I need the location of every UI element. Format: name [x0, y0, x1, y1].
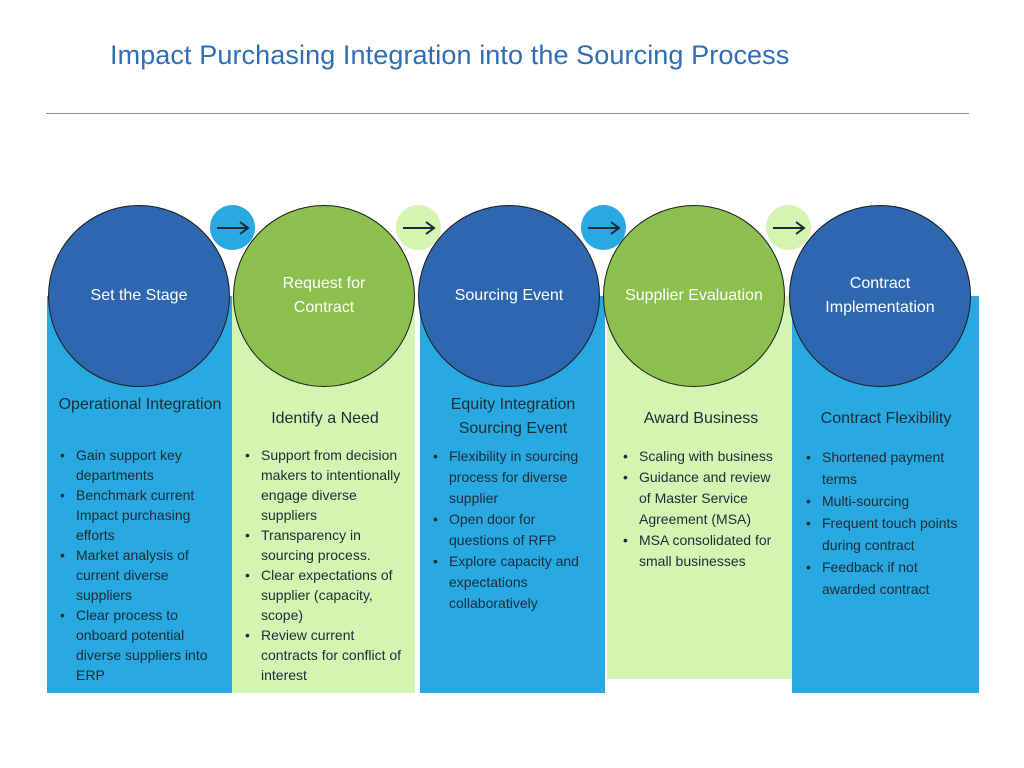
list-item: Open door for questions of RFP	[428, 509, 598, 551]
list-item: Gain support key departments	[55, 445, 225, 485]
stage-3-list: Flexibility in sourcing process for dive…	[428, 446, 598, 614]
stage-2-circle: Request for Contract	[233, 205, 415, 387]
connector-4-right-arrow-icon	[766, 205, 811, 250]
stage-4-circle-label: Supplier Evaluation	[625, 287, 763, 304]
stage-2-heading: Identify a Need	[271, 410, 379, 427]
stage-4-list: Scaling with business Guidance and revie…	[618, 446, 786, 572]
list-item: Benchmark current Impact purchasing effo…	[55, 485, 225, 545]
stage-1-list: Gain support key departments Benchmark c…	[55, 445, 225, 685]
connector-2-right-arrow-icon	[396, 205, 441, 250]
list-item: Scaling with business	[618, 446, 786, 467]
stage-5-circle-label: Contract Implementation	[825, 275, 935, 316]
list-item: Feedback if not awarded contract	[801, 556, 973, 600]
stage-2-circle-label: Request for Contract	[282, 275, 366, 316]
list-item: Shortened payment terms	[801, 446, 973, 490]
stage-1-heading: Operational Integration	[58, 396, 222, 413]
list-item: Market analysis of current diverse suppl…	[55, 545, 225, 605]
stage-5-circle: Contract Implementation	[789, 205, 971, 387]
list-item: Guidance and review of Master Service Ag…	[618, 467, 786, 530]
title-divider	[46, 113, 969, 114]
list-item: Clear process to onboard potential diver…	[55, 605, 225, 685]
connector-1-right-arrow-icon	[210, 205, 255, 250]
stage-4-circle: Supplier Evaluation	[603, 205, 785, 387]
list-item: Transparency in sourcing process.	[240, 525, 412, 565]
stage-5-list: Shortened payment terms Multi-sourcing F…	[801, 446, 973, 600]
stage-1-circle-label: Set the Stage	[90, 287, 188, 304]
list-item: Flexibility in sourcing process for dive…	[428, 446, 598, 509]
stage-5-heading: Contract Flexibility	[820, 410, 952, 427]
list-item: Multi-sourcing	[801, 490, 973, 512]
list-item: Frequent touch points during contract	[801, 512, 973, 556]
list-item: Clear expectations of supplier (capacity…	[240, 565, 412, 625]
list-item: Support from decision makers to intentio…	[240, 445, 412, 525]
page-title: Impact Purchasing Integration into the S…	[110, 40, 790, 70]
stage-3-heading: Equity Integration Sourcing Event	[450, 396, 576, 437]
stage-3-circle: Sourcing Event	[418, 205, 600, 387]
stage-3-circle-label: Sourcing Event	[454, 287, 564, 304]
stage-1-circle: Set the Stage	[48, 205, 230, 387]
connector-3-right-arrow-icon	[581, 205, 626, 250]
list-item: Review current contracts for conflict of…	[240, 625, 412, 685]
stage-4-heading: Award Business	[643, 410, 759, 427]
list-item: Explore capacity and expectations collab…	[428, 551, 598, 614]
list-item: MSA consolidated for small businesses	[618, 530, 786, 572]
stage-2-list: Support from decision makers to intentio…	[240, 445, 412, 685]
